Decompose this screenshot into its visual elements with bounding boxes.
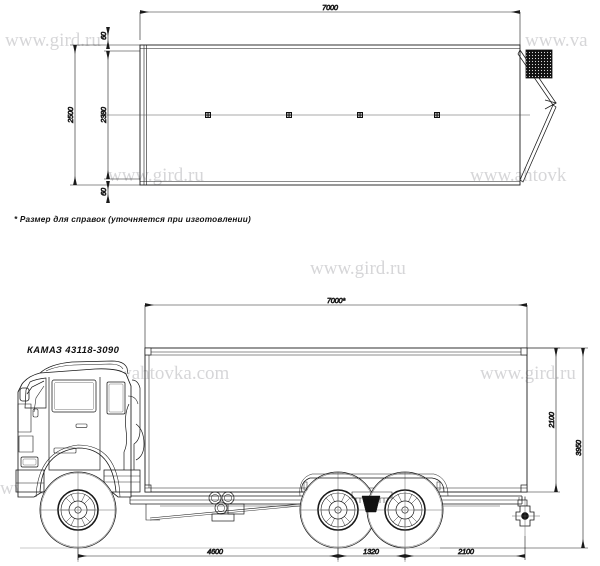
- dim-bottom-2100-label: 2100: [457, 547, 475, 556]
- side-view-box-body: [144, 347, 528, 493]
- dim-2500-label: 2500: [66, 106, 75, 124]
- reference-dimension-note: * Размер для справок (уточняется при изг…: [14, 215, 251, 224]
- side-view-front-wheel: [39, 471, 117, 562]
- dimension-right-3950: [440, 347, 588, 549]
- dim-bottom-1320-label: 1320: [363, 547, 380, 556]
- top-view-rear-doors: [517, 49, 557, 183]
- top-view-group: 7000 2500 2380 60 60: [66, 3, 557, 203]
- top-view-rear-hatched-block: [525, 49, 553, 79]
- side-view-rear-wheels: [299, 471, 449, 562]
- dim-side-7000-label: 7000*: [327, 296, 347, 305]
- dim-right-2100-label: 2100: [547, 411, 556, 429]
- dim-bottom-4600-label: 4600: [207, 547, 224, 556]
- dimension-left-2500: [70, 44, 140, 186]
- dim-60-top-label: 60: [99, 31, 108, 40]
- truck-model-label: КАМАЗ 43118-3090: [27, 345, 120, 356]
- dim-2380-label: 2380: [99, 106, 108, 124]
- top-view-fixture-marks: [205, 112, 440, 118]
- dimension-left-2380: [104, 50, 140, 180]
- dimension-bottom-chain: [77, 536, 526, 560]
- side-view-chassis-equipment: [145, 491, 301, 522]
- dim-top-7000-label: 7000: [322, 3, 339, 12]
- dimension-side-7000: [144, 303, 528, 350]
- side-view-tow-hitch: [512, 496, 540, 536]
- dimension-top-7000: [139, 10, 521, 45]
- side-view-cab: [15, 360, 145, 498]
- side-view-group: 7000* 2100 3950 4600 1320 2100: [15, 296, 588, 562]
- dim-right-3950-label: 3950: [574, 439, 583, 456]
- dim-60-bottom-label: 60: [99, 187, 108, 196]
